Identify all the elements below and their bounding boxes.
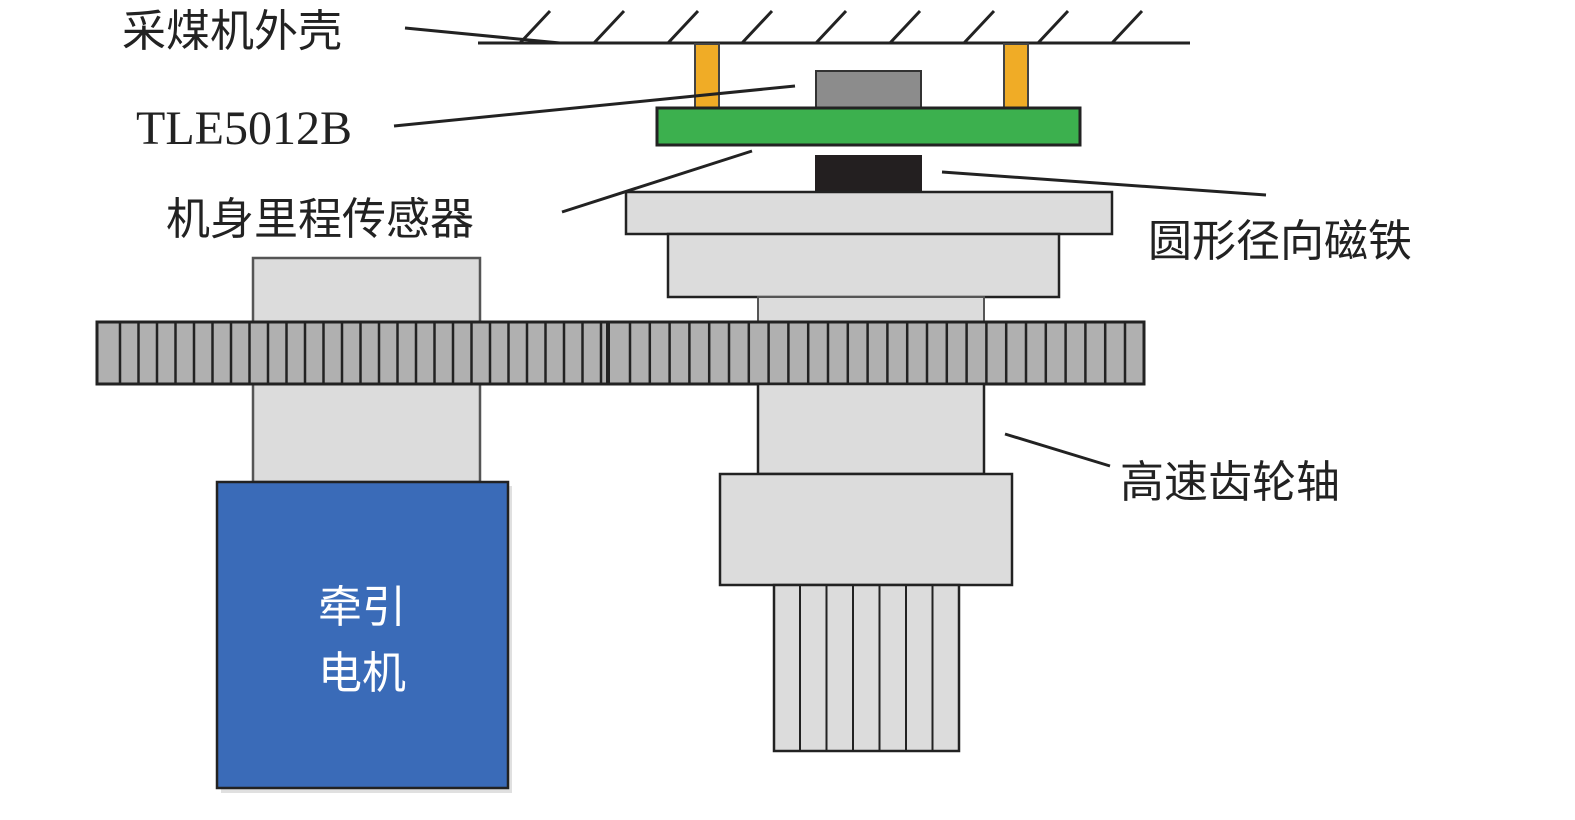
hatch-mark: [666, 9, 700, 45]
radial-magnet: [815, 155, 922, 192]
hatch-mark: [740, 9, 774, 45]
shaft-flange: [624, 190, 1114, 236]
shaft-collar: [666, 232, 1061, 299]
high-speed-shaft-body: [756, 382, 986, 476]
shaft-neck: [757, 296, 985, 323]
high-speed-shaft-base: [718, 472, 1014, 587]
hatch-mark: [1110, 9, 1144, 45]
motor-shaft-lower: [251, 382, 482, 484]
standoff-left: [694, 43, 720, 109]
coal-shearer-shell: [478, 9, 1190, 45]
label-radial-magnet: 圆形径向磁铁: [1148, 216, 1412, 267]
hatch-mark: [888, 9, 922, 45]
standoff-right: [1003, 43, 1029, 109]
motor-shaft-upper: [251, 256, 482, 324]
gear-rack: [95, 320, 1146, 386]
hatch-mark: [518, 9, 552, 45]
traction-motor: [215, 480, 510, 790]
hatch-mark: [1036, 9, 1070, 45]
label-tle5012b: TLE5012B: [136, 102, 352, 155]
hatch-mark: [962, 9, 996, 45]
spline-shaft: [772, 583, 961, 753]
leader-lines: [393, 26, 1267, 468]
motor-label-line1: 牵引: [318, 582, 406, 633]
label-shearer-shell: 采煤机外壳: [122, 6, 342, 57]
label-body-odometer-sensor: 机身里程传感器: [166, 194, 474, 245]
hatch-mark: [592, 9, 626, 45]
sensor-pcb: [655, 106, 1082, 147]
hatch-mark: [814, 9, 848, 45]
motor-label-line2: 电机: [318, 648, 406, 699]
label-high-speed-gear-shaft: 高速齿轮轴: [1120, 457, 1340, 508]
tle5012b-chip: [815, 70, 922, 109]
